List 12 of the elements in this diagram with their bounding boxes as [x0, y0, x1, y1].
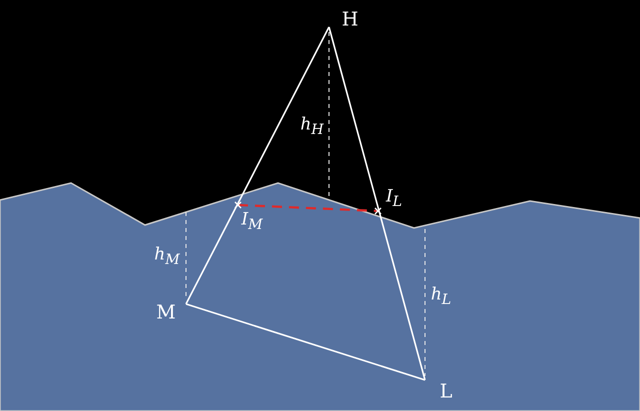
- vertex-label: M: [156, 304, 176, 322]
- triangle-edge: [186, 303, 426, 381]
- height-label: h$_{M}$: [154, 246, 180, 268]
- intersection-label: I$_{M}$: [241, 212, 263, 232]
- dashed-line: [238, 204, 378, 212]
- vertex-label: L: [440, 382, 452, 402]
- vertex-label: H: [342, 10, 358, 30]
- height-label: h$_{L}$: [430, 286, 452, 308]
- triangle-edge: [185, 26, 330, 304]
- height-label: h$_{H}$: [300, 116, 324, 138]
- intersection-label: I$_{L}$: [386, 188, 402, 210]
- triangle-edge: [328, 26, 426, 380]
